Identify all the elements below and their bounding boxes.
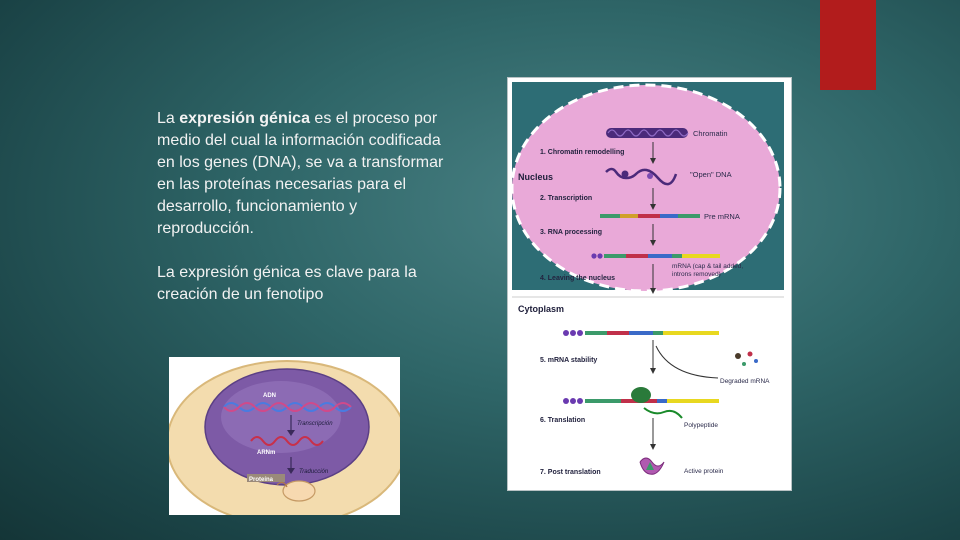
- mrna-note-2: introns removed): [672, 271, 721, 278]
- accent-bar: [820, 0, 876, 90]
- step7-label: 7. Post translation: [540, 469, 601, 476]
- ribosome-shape: [283, 481, 315, 501]
- paragraph-phenotype: La expresión génica es clave para la cre…: [157, 262, 457, 306]
- degraded-label: Degraded mRNA: [720, 378, 770, 385]
- mature-mrna-strand: [591, 253, 720, 258]
- cytoplasm-label: Cytoplasm: [518, 304, 564, 314]
- mrna-note-1: mRNA (cap & tail added,: [672, 263, 743, 270]
- transcripcion-label: Transcripción: [297, 421, 333, 427]
- illustration-svg: ADN Transcripción ARNm Traducción Proteí…: [169, 357, 400, 515]
- traduccion-label: Traducción: [299, 469, 329, 475]
- pre-mrna-label: Pre mRNA: [704, 212, 740, 221]
- text-block: La expresión génica es el proceso por me…: [157, 108, 457, 328]
- paragraph-rest: es el proceso por medio del cual la info…: [157, 110, 443, 237]
- adn-label: ADN: [263, 393, 276, 399]
- active-protein-label: Active protein: [684, 468, 724, 475]
- steps-diagram-svg: Chromatin 1. Chromatin remodelling Nucle…: [508, 78, 791, 490]
- gene-expression-illustration: ADN Transcripción ARNm Traducción Proteí…: [169, 357, 400, 515]
- bold-term: expresión génica: [179, 110, 310, 127]
- step1-label: 1. Chromatin remodelling: [540, 149, 624, 156]
- open-dna-label: "Open" DNA: [690, 170, 732, 179]
- paragraph-lead: La: [157, 110, 179, 127]
- nucleus-membrane: [512, 85, 780, 291]
- step6-label: 6. Translation: [540, 417, 585, 424]
- step5-label: 5. mRNA stability: [540, 357, 597, 364]
- chromatin-coil: [606, 128, 688, 138]
- polypeptide-label: Polypeptide: [684, 422, 718, 429]
- pre-mrna-strand: [600, 214, 700, 218]
- proteina-label: Proteína: [249, 477, 274, 483]
- gene-expression-steps-diagram: Chromatin 1. Chromatin remodelling Nucle…: [507, 77, 792, 491]
- chromatin-label: Chromatin: [693, 129, 728, 138]
- step2-label: 2. Transcription: [540, 195, 592, 202]
- step4-label: 4. Leaving the nucleus: [540, 275, 615, 282]
- paragraph-definition: La expresión génica es el proceso por me…: [157, 108, 457, 240]
- arnm-label: ARNm: [257, 450, 275, 456]
- nucleus-label: Nucleus: [518, 172, 553, 182]
- step3-label: 3. RNA processing: [540, 229, 602, 236]
